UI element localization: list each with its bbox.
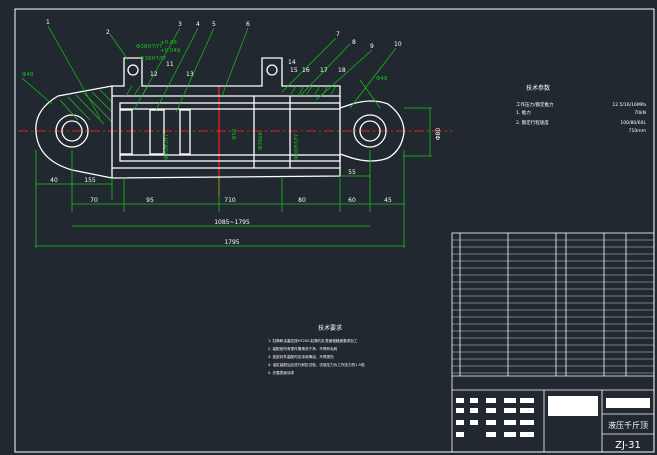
leader-number: 15 bbox=[290, 67, 298, 74]
dimension-value: 155 bbox=[84, 177, 96, 184]
tech-requirement-item: 1. 缸筒和活塞应按HT200-缸筒内孔表面粗糙度要求加工 bbox=[268, 338, 358, 343]
fit-label: Φ80H7/f7 bbox=[294, 133, 300, 160]
fit-label: Φ36k6 bbox=[258, 131, 264, 150]
tolerance-label: +0.46 bbox=[160, 40, 177, 46]
tech-param-right: 100/80/60L bbox=[620, 120, 646, 126]
leader-number: 9 bbox=[370, 43, 374, 50]
dimension-value: 40 bbox=[50, 177, 58, 184]
leader-number: 1 bbox=[46, 19, 50, 26]
tech-param-right: 12.5/16/16MPa bbox=[612, 102, 646, 108]
leader-number: 18 bbox=[338, 67, 346, 74]
leader-number: 12 bbox=[150, 71, 158, 78]
leader-number: 8 bbox=[352, 39, 356, 46]
tech-requirements-title: 技术要求 bbox=[318, 324, 342, 332]
leader-lines bbox=[21, 25, 397, 119]
dimension-value: 45 bbox=[384, 197, 392, 204]
dimension-value: 60 bbox=[348, 197, 356, 204]
dimension-value: 710 bbox=[224, 197, 236, 204]
cylinder-body bbox=[111, 57, 341, 179]
leader-number: 3 bbox=[178, 21, 182, 28]
leader-number: 10 bbox=[394, 41, 402, 48]
left-clevis-hatch bbox=[59, 89, 113, 125]
tech-requirement-item: 2. 装配前所有零件需清洗干净，不得有毛刺 bbox=[268, 346, 338, 351]
tech-param-left: 1. 推力 bbox=[516, 109, 531, 116]
leader-number: 7 bbox=[336, 31, 340, 38]
dimension-value: 55 bbox=[348, 169, 356, 176]
dimension-lines bbox=[35, 107, 432, 248]
leader-number: 5 bbox=[212, 21, 216, 28]
dimension-value: 95 bbox=[146, 197, 154, 204]
tech-param-left: 工作压力/额定推力 bbox=[516, 101, 554, 108]
fit-label: Φ38H7/f7 bbox=[140, 56, 167, 62]
dimension-value: 80 bbox=[298, 197, 306, 204]
fit-label: Φ35H7/f7 bbox=[164, 133, 170, 160]
parts-list bbox=[451, 232, 655, 453]
tech-requirements-block: 技术要求 1. 缸筒和活塞应按HT200-缸筒内孔表面粗糙度要求加工 2. 装配… bbox=[268, 324, 365, 375]
leader-number: 2 bbox=[106, 29, 110, 36]
tech-param-right: 70kN bbox=[634, 110, 646, 116]
tech-parameters-block: 技术参数 工作压力/额定推力 12.5/16/16MPa 1. 推力 70kN … bbox=[516, 84, 646, 134]
stroke-range-dimension: 1085~1795 bbox=[214, 219, 250, 226]
tech-requirement-item: 4. 油缸装配后应进行耐压试验，试验压力为工作压力的1.5倍 bbox=[268, 362, 365, 367]
leader-number: 17 bbox=[320, 67, 328, 74]
fit-label-group: +0.46 +0.049 Φ38H7/f7 Φ38H7/f7 Φ35H7/f7 … bbox=[22, 40, 388, 160]
side-diameter-dimension: Φ80 bbox=[435, 128, 442, 141]
dimension-value-group: 40 155 70 95 710 80 60 45 55 1085~1795 1… bbox=[50, 128, 442, 246]
tolerance-label: +0.049 bbox=[160, 48, 181, 54]
tech-param-left: 2. 额定行程速度 bbox=[516, 119, 549, 126]
parts-list-rows bbox=[452, 239, 654, 374]
leader-number: 6 bbox=[246, 21, 250, 28]
leader-number: 14 bbox=[288, 59, 296, 66]
leader-number: 16 bbox=[302, 67, 310, 74]
leader-number: 13 bbox=[186, 71, 194, 78]
leader-number-group: 1 2 3 4 5 6 7 8 9 10 11 12 13 14 15 16 1… bbox=[46, 19, 402, 78]
fit-label: Φ50 bbox=[232, 128, 238, 140]
leader-number: 4 bbox=[196, 21, 200, 28]
eye-diameter-label: Φ48 bbox=[376, 76, 388, 82]
drawing-name: 液压千斤顶 bbox=[608, 420, 648, 430]
tolerance-label: Φ38H7/f7 bbox=[136, 44, 163, 50]
tech-param-right: 710mm bbox=[629, 128, 646, 134]
overall-length-dimension: 1795 bbox=[224, 239, 239, 246]
title-block-cells bbox=[456, 396, 650, 437]
drawing-number: ZJ-31 bbox=[615, 440, 641, 451]
dimension-value: 70 bbox=[90, 197, 98, 204]
drawing-frame bbox=[14, 8, 655, 453]
tech-parameters-title: 技术参数 bbox=[526, 84, 550, 92]
tech-requirement-item: 5. 外露表面涂漆 bbox=[268, 370, 295, 375]
title-block-frame bbox=[543, 390, 654, 452]
left-clevis bbox=[35, 85, 113, 179]
eye-diameter-label: Φ48 bbox=[22, 72, 34, 78]
leader-number: 11 bbox=[166, 61, 174, 68]
tech-requirement-item: 3. 各密封件装配时应涂润滑油，不得损伤 bbox=[268, 354, 334, 359]
